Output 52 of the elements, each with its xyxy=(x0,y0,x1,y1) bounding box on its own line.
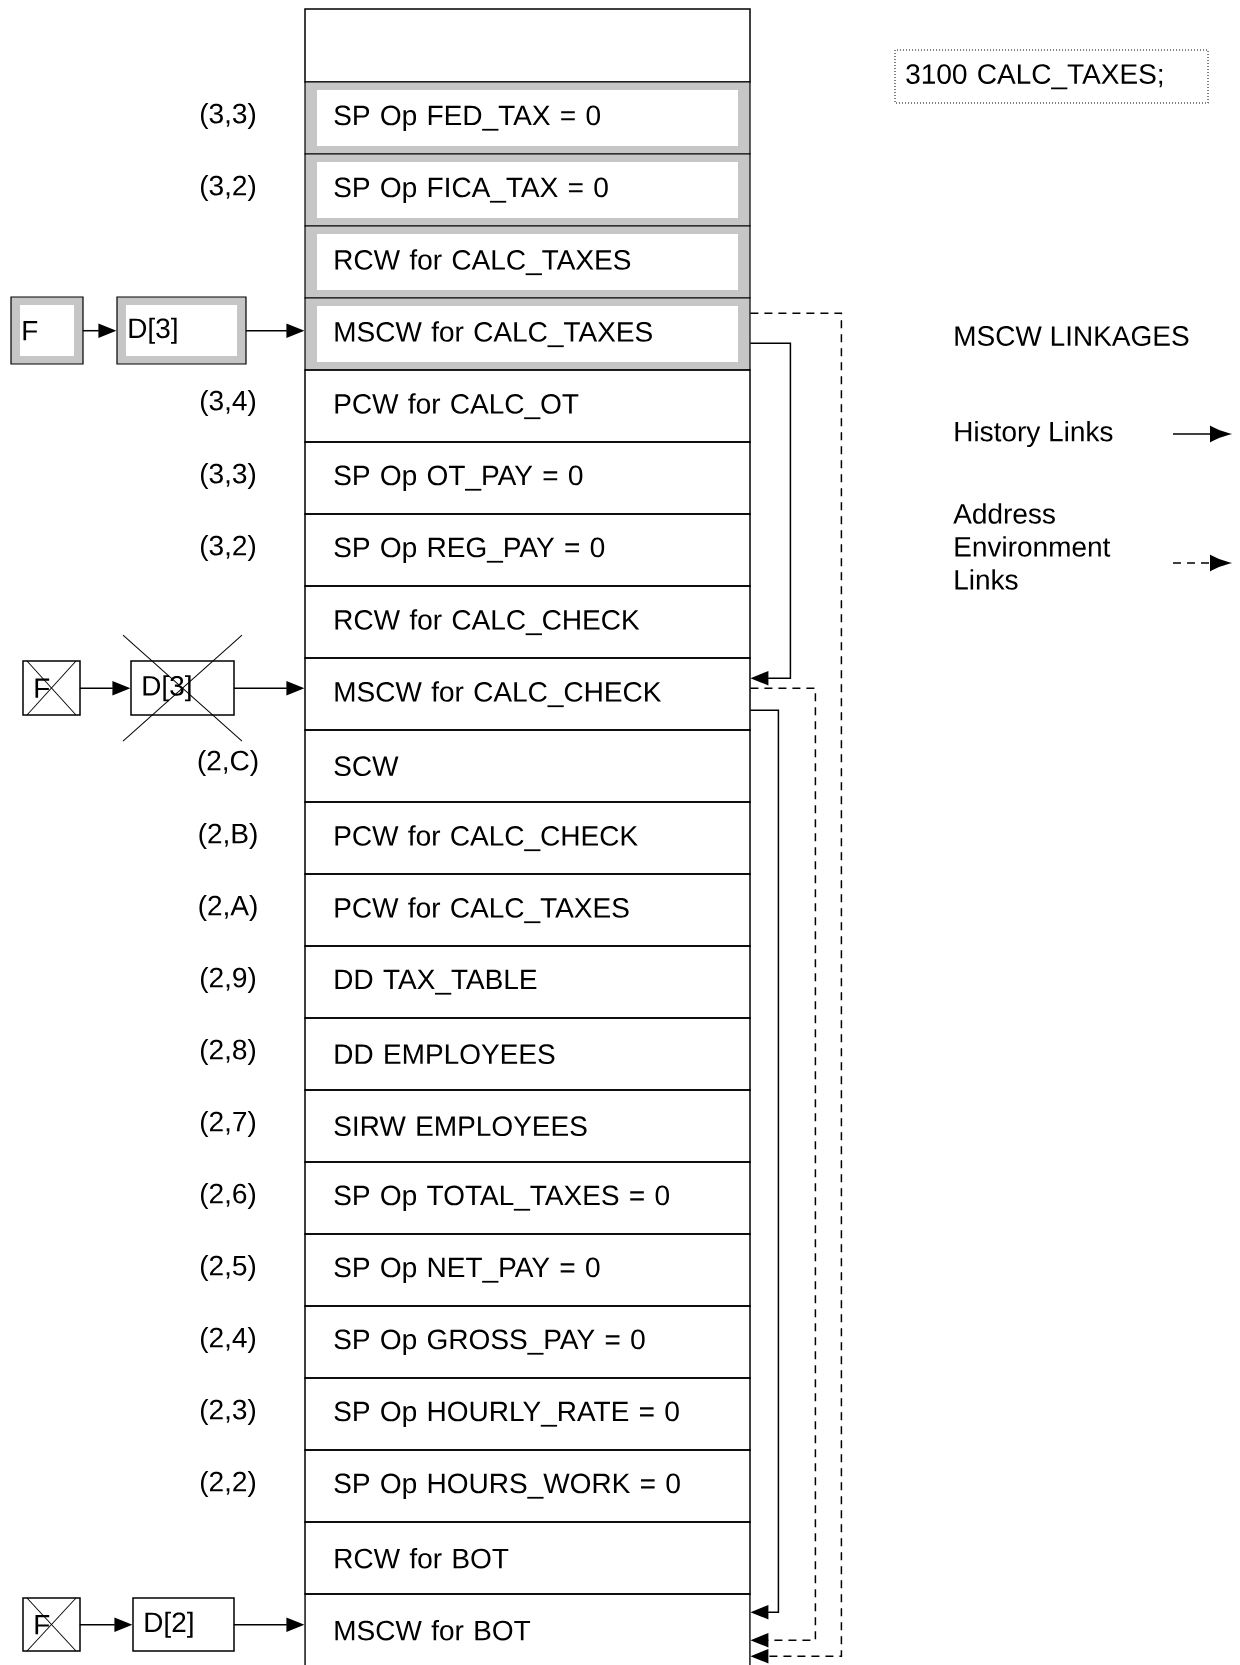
row-label: (2,6) xyxy=(200,1183,256,1210)
stack-cell: PCW for CALC_TAXES xyxy=(304,873,751,947)
row-label: (2,7) xyxy=(200,1111,256,1138)
pointer-box: D[3] xyxy=(116,296,247,365)
stack-cell: SP Op GROSS_PAY = 0 xyxy=(304,1305,751,1379)
stack-cell: SP Op HOURS_WORK = 0 xyxy=(304,1449,751,1523)
stack-cell xyxy=(304,8,751,83)
pointer-box: D[2] xyxy=(132,1597,235,1652)
stack-cell: SIRW EMPLOYEES xyxy=(304,1089,751,1163)
stack-cell: SP Op HOURLY_RATE = 0 xyxy=(304,1377,751,1451)
legend-text: History Links xyxy=(955,420,1113,448)
row-label: (3,3) xyxy=(200,462,256,490)
stack-cell: RCW for BOT xyxy=(304,1521,751,1595)
row-label: (2,A) xyxy=(199,895,257,922)
crossed-out-box: F xyxy=(22,660,81,716)
row-label: (2,3) xyxy=(200,1399,256,1426)
pointer-box: F xyxy=(10,296,84,365)
row-label: (3,2) xyxy=(200,534,256,562)
stack-cell: MSCW for CALC_TAXES xyxy=(304,297,751,371)
row-label: (2,C) xyxy=(198,750,258,777)
crossed-out-box: F xyxy=(22,1597,81,1652)
stack-cell: PCW for CALC_CHECK xyxy=(304,801,751,875)
arrow xyxy=(749,342,792,686)
arrow xyxy=(749,709,780,1620)
row-label: (2,4) xyxy=(200,1327,256,1354)
legend-heading: MSCW LINKAGES xyxy=(955,326,1189,346)
stack-cell: PCW for CALC_OT xyxy=(304,369,751,443)
row-label: (2,B) xyxy=(199,823,257,850)
stack-cell: DD TAX_TABLE xyxy=(304,945,751,1019)
arrow xyxy=(749,312,843,1664)
stack-cell: SP Op NET_PAY = 0 xyxy=(304,1233,751,1307)
stack-cell: SP Op REG_PAY = 0 xyxy=(304,513,751,587)
row-label: (3,4) xyxy=(200,389,256,417)
stack-cell: SP Op FED_TAX = 0 xyxy=(304,81,751,155)
row-label: (2,8) xyxy=(200,1039,256,1066)
legend-text: Address Environment Links xyxy=(953,503,1111,590)
stack-cell: DD EMPLOYEES xyxy=(304,1017,751,1091)
stack-cell: RCW for CALC_CHECK xyxy=(304,585,751,659)
row-label: (3,3) xyxy=(200,102,256,130)
stack-cell: SP Op OT_PAY = 0 xyxy=(304,441,751,515)
stack-cell: SP Op TOTAL_TAXES = 0 xyxy=(304,1161,751,1235)
row-label: (2,9) xyxy=(200,967,256,994)
stack-cell: MSCW for BOT xyxy=(304,1593,751,1665)
row-label: (3,2) xyxy=(200,174,256,202)
stack-cell: MSCW for CALC_CHECK xyxy=(304,657,751,731)
stack-cell: SP Op FICA_TAX = 0 xyxy=(304,153,751,227)
row-label: (2,5) xyxy=(200,1255,256,1282)
arrow xyxy=(749,687,817,1648)
stack-cell: RCW for CALC_TAXES xyxy=(304,225,751,299)
stack-cell: SCW xyxy=(304,729,751,803)
row-label: (2,2) xyxy=(200,1471,256,1498)
note-box: 3100 CALC_TAXES; xyxy=(894,49,1209,104)
